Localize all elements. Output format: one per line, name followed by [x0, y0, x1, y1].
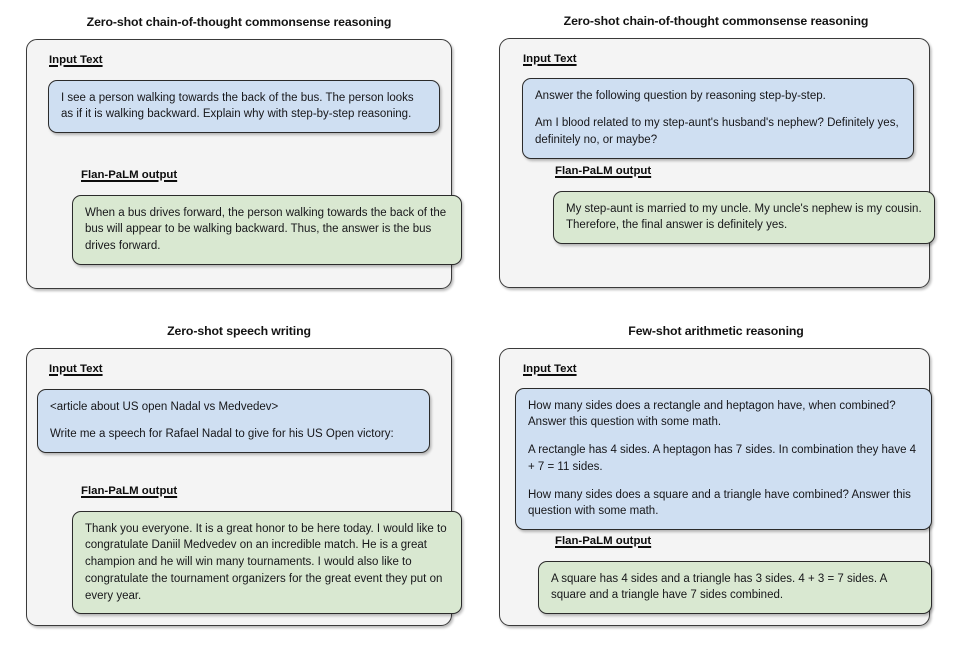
panel-title: Zero-shot chain-of-thought commonsense r…: [563, 14, 869, 28]
input-text-label: Input Text: [523, 362, 577, 375]
flan-palm-output-bubble: A square has 4 sides and a triangle has …: [538, 560, 932, 615]
output-paragraph: Thank you everyone. It is a great honor …: [85, 522, 447, 602]
flan-palm-output-label: Flan-PaLM output: [81, 484, 178, 497]
panel-title: Few-shot arithmetic reasoning: [628, 324, 804, 338]
input-paragraph: Answer the following question by reasoni…: [535, 89, 826, 102]
example-card: Input Text Answer the following question…: [499, 37, 935, 288]
example-card: Input Text <article about US open Nadal …: [26, 347, 462, 626]
example-panel-few-shot-arithmetic: Few-shot arithmetic reasoning Input Text…: [477, 324, 955, 626]
input-paragraph: <article about US open Nadal vs Medvedev…: [50, 400, 279, 413]
input-text-bubble: Answer the following question by reasoni…: [522, 77, 914, 159]
flan-palm-output-bubble: Thank you everyone. It is a great honor …: [72, 510, 462, 615]
example-panel-zero-shot-cot-step-aunt: Zero-shot chain-of-thought commonsense r…: [477, 14, 955, 288]
flan-palm-output-label: Flan-PaLM output: [555, 164, 652, 177]
flan-palm-output-label: Flan-PaLM output: [81, 168, 178, 181]
flan-palm-output-bubble: My step-aunt is married to my uncle. My …: [553, 190, 935, 245]
input-paragraph: I see a person walking towards the back …: [61, 91, 414, 121]
input-text-bubble: I see a person walking towards the back …: [48, 79, 440, 134]
output-paragraph: When a bus drives forward, the person wa…: [85, 206, 447, 253]
input-text-label: Input Text: [523, 52, 577, 65]
input-text-bubble: <article about US open Nadal vs Medvedev…: [37, 388, 430, 454]
input-paragraph: Am I blood related to my step-aunt's hus…: [535, 117, 899, 147]
input-text-label: Input Text: [49, 362, 103, 375]
input-text-label: Input Text: [49, 53, 103, 66]
input-paragraph: How many sides does a rectangle and hept…: [528, 399, 896, 429]
example-panel-zero-shot-cot-bus: Zero-shot chain-of-thought commonsense r…: [0, 15, 478, 289]
example-panel-zero-shot-speech-writing: Zero-shot speech writing Input Text <art…: [0, 324, 478, 626]
example-card: Input Text I see a person walking toward…: [26, 38, 462, 289]
input-text-bubble: How many sides does a rectangle and hept…: [515, 387, 932, 531]
output-paragraph: A square has 4 sides and a triangle has …: [551, 572, 887, 602]
example-card: Input Text How many sides does a rectang…: [499, 347, 932, 626]
input-paragraph: Write me a speech for Rafael Nadal to gi…: [50, 428, 394, 441]
panel-title: Zero-shot chain-of-thought commonsense r…: [86, 15, 392, 29]
output-paragraph: My step-aunt is married to my uncle. My …: [566, 202, 922, 232]
flan-palm-output-label: Flan-PaLM output: [555, 534, 652, 547]
flan-palm-output-bubble: When a bus drives forward, the person wa…: [72, 194, 462, 265]
input-paragraph: A rectangle has 4 sides. A heptagon has …: [528, 444, 917, 473]
panel-title: Zero-shot speech writing: [167, 324, 311, 338]
input-paragraph: How many sides does a square and a trian…: [528, 488, 911, 518]
